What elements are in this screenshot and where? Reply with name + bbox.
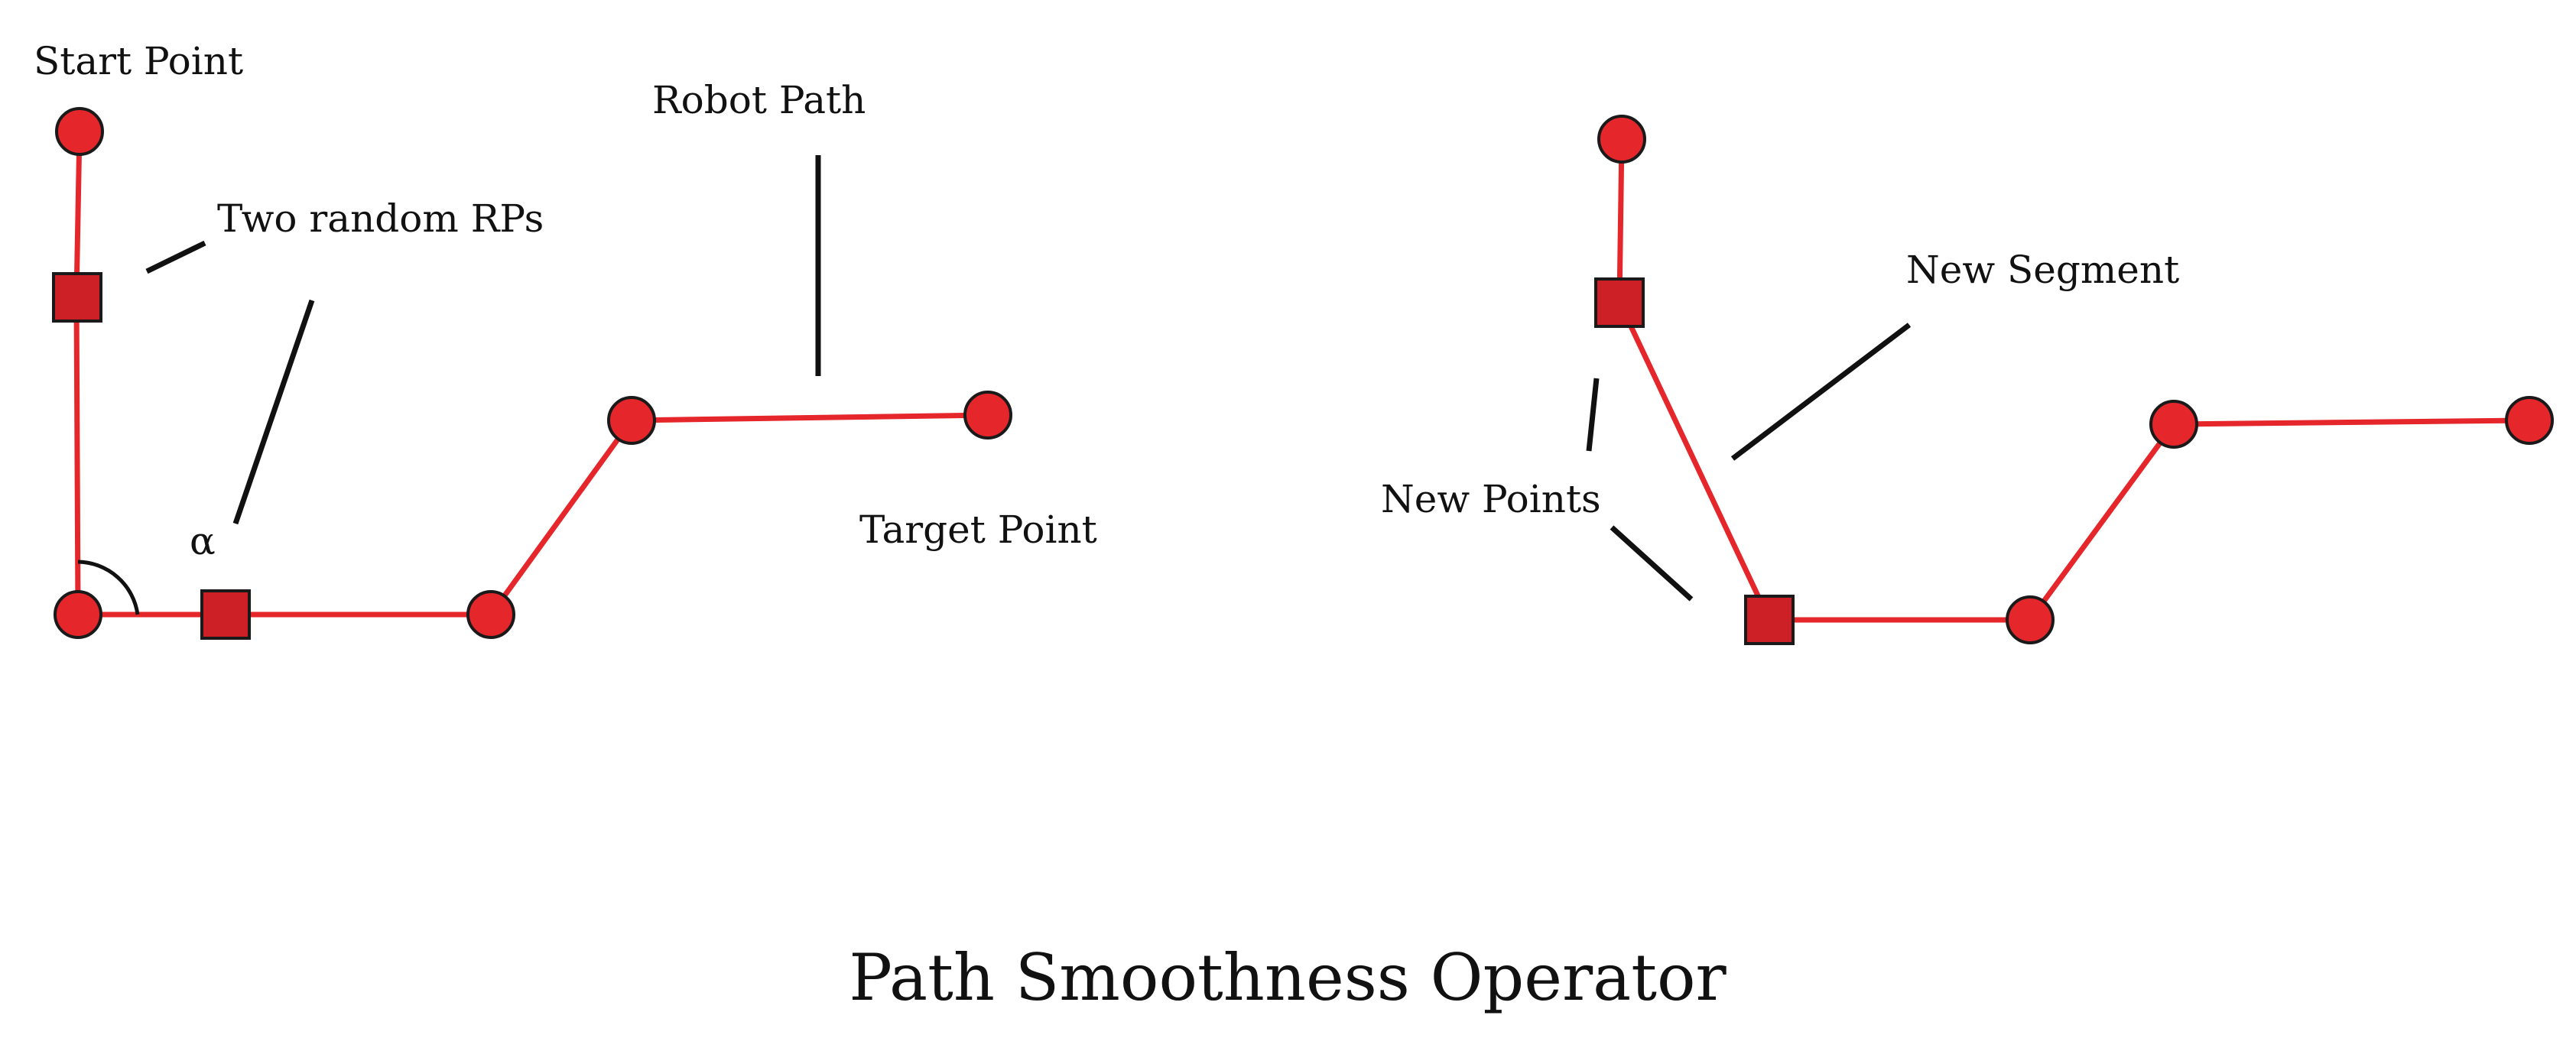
new-point-node-1 xyxy=(1594,277,1645,328)
new-segment-label: New Segment xyxy=(1906,248,2179,292)
angle-alpha-arc xyxy=(77,560,140,615)
start-point-node xyxy=(55,107,104,156)
corner-node xyxy=(54,590,102,639)
random-rp-node-1 xyxy=(52,272,102,323)
path-node xyxy=(2149,400,2198,449)
target-point-label: Target Point xyxy=(859,508,1097,552)
start-point-label: Start Point xyxy=(34,39,243,83)
new-points-label: New Points xyxy=(1381,477,1601,521)
new-points-leader-2 xyxy=(1610,525,1694,602)
diagram-title: Path Smoothness Operator xyxy=(849,940,1727,1015)
random-rp-node-2 xyxy=(200,589,251,640)
two-random-rps-label: Two random RPs xyxy=(217,196,544,241)
path-node xyxy=(2006,595,2055,644)
smoothed-path-group: New Segment New Points xyxy=(1381,115,2554,645)
random-rps-leader-1 xyxy=(145,240,206,274)
path-node xyxy=(466,590,515,639)
new-segment-leader xyxy=(1730,323,1912,461)
new-point-node-2 xyxy=(1744,595,1795,645)
target-point-node xyxy=(963,391,1012,440)
target-point-node xyxy=(2505,396,2554,445)
start-point-node xyxy=(1597,115,1646,164)
robot-path-label: Robot Path xyxy=(652,78,866,122)
path-node xyxy=(607,396,656,445)
random-rps-leader-2 xyxy=(232,299,315,525)
smoothed-path-line xyxy=(1616,136,2532,623)
original-path-group: Start Point Robot Path Two random RPs α … xyxy=(34,39,1097,640)
angle-alpha-label: α xyxy=(190,519,216,563)
new-points-leader-1 xyxy=(1586,378,1600,452)
